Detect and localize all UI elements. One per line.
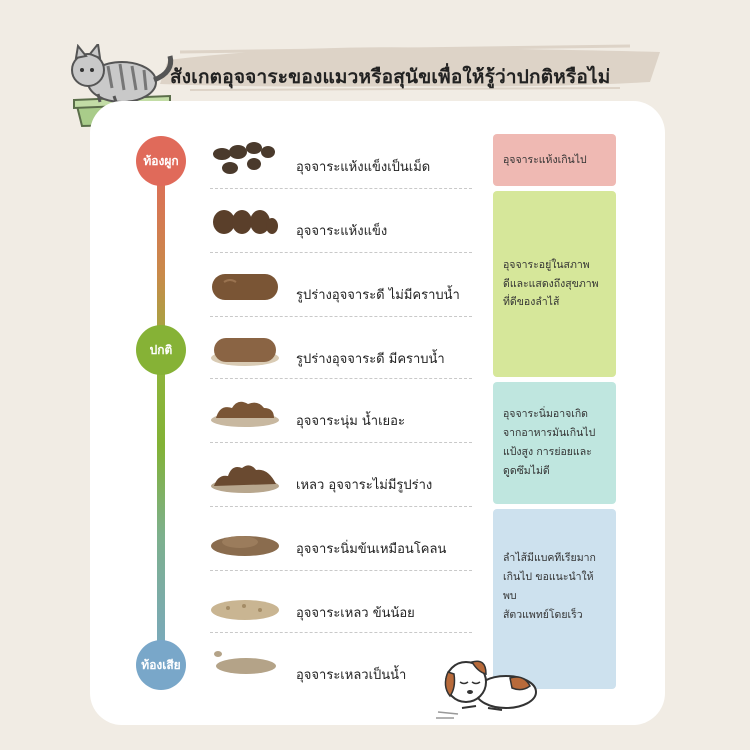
stool-row: รูปร่างอุจจาระดี มีคราบน้ำ: [210, 332, 472, 392]
note-line: สัตวแพทย์โดยเร็ว: [503, 608, 583, 621]
stool-row: เหลว อุจจาระไม่มีรูปร่าง: [210, 458, 472, 518]
row-divider: [210, 378, 472, 379]
note-line: เกินไป ขอแนะนำให้พบ: [503, 570, 594, 602]
phase-diarrhea-label: ท้องเสีย: [141, 657, 181, 672]
note-normal: อุจจาระอยู่ในสภาพ ดีและแสดงถึงสุขภาพ ที่…: [493, 191, 616, 377]
stool-label: อุจจาระแห้งแข็งเป็นเม็ด: [296, 160, 431, 175]
stool-label: รูปร่างอุจจาระดี มีคราบน้ำ: [296, 352, 445, 367]
phase-normal-label: ปกติ: [149, 342, 173, 357]
phase-diarrhea-badge: ท้องเสีย: [136, 640, 186, 690]
loose-stool-icon: [211, 600, 279, 620]
note-line: จากอาหารมันเกินไป: [503, 427, 596, 440]
stool-label: อุจจาระเหลว ข้นน้อย: [296, 606, 415, 621]
note-line: อุจจาระแห้งเกินไป: [503, 153, 587, 166]
shapeless-stool-icon: [211, 465, 279, 493]
stool-label: เหลว อุจจาระไม่มีรูปร่าง: [296, 478, 433, 493]
row-divider: [210, 632, 472, 633]
stool-row: อุจจาระแห้งแข็งเป็นเม็ด: [210, 140, 472, 200]
hard-lumpy-stool-icon: [213, 210, 278, 234]
soft-stool-icon: [211, 401, 279, 427]
stool-row: อุจจาระนิ่มข้นเหมือนโคลน: [210, 522, 472, 582]
row-divider: [210, 570, 472, 571]
stool-label: อุจจาระเหลวเป็นน้ำ: [296, 668, 407, 683]
row-divider: [210, 252, 472, 253]
note-line: ดูดซึมไม่ดี: [503, 464, 550, 477]
page-title: สังเกตอุจจาระของแมวหรือสุนัขเพื่อให้รู้ว…: [170, 66, 611, 88]
formed-wet-stool-icon: [211, 338, 279, 366]
row-divider: [210, 188, 472, 189]
title-brush-stroke: [160, 44, 660, 91]
row-divider: [210, 442, 472, 443]
stool-label: อุจจาระนุ่ม น้ำเยอะ: [296, 414, 405, 429]
mushy-stool-icon: [211, 536, 279, 556]
stool-label: รูปร่างอุจจาระดี ไม่มีคราบน้ำ: [296, 288, 460, 303]
stool-row: อุจจาระแห้งแข็ง: [210, 204, 472, 264]
stool-row: อุจจาระนุ่ม น้ำเยอะ: [210, 394, 472, 454]
phase-normal-badge: ปกติ: [136, 325, 186, 375]
formed-stool-icon: [212, 274, 278, 300]
note-soft: อุจจาระนิ่มอาจเกิด จากอาหารมันเกินไป แป้…: [493, 382, 616, 504]
row-divider: [210, 506, 472, 507]
note-line: แป้งสูง การย่อยและ: [503, 446, 592, 458]
note-line: อุจจาระอยู่ในสภาพ: [503, 258, 590, 271]
watery-stool-icon: [214, 651, 276, 674]
note-diarrhea: ลำไส้มีแบคทีเรียมาก เกินไป ขอแนะนำให้พบ …: [493, 509, 616, 689]
pellet-stool-icon: [213, 142, 275, 174]
stool-row: รูปร่างอุจจาระดี ไม่มีคราบน้ำ: [210, 268, 472, 328]
note-line: ที่ดีของลำไส้: [503, 296, 560, 309]
phase-constipation-badge: ท้องผูก: [136, 136, 186, 186]
timeline-bar: [157, 160, 165, 680]
stool-row: อุจจาระเหลว ข้นน้อย: [210, 586, 472, 646]
note-constipation: อุจจาระแห้งเกินไป: [493, 134, 616, 186]
sick-dog-icon: [436, 660, 537, 719]
note-line: อุจจาระนิ่มอาจเกิด: [503, 408, 589, 421]
stool-label: อุจจาระแห้งแข็ง: [296, 224, 388, 239]
note-line: ดีและแสดงถึงสุขภาพ: [503, 277, 599, 290]
stool-label: อุจจาระนิ่มข้นเหมือนโคลน: [296, 542, 447, 557]
note-line: ลำไส้มีแบคทีเรียมาก: [503, 552, 596, 564]
phase-constipation-label: ท้องผูก: [143, 153, 179, 168]
row-divider: [210, 316, 472, 317]
stool-row: อุจจาระเหลวเป็นน้ำ: [210, 648, 472, 708]
